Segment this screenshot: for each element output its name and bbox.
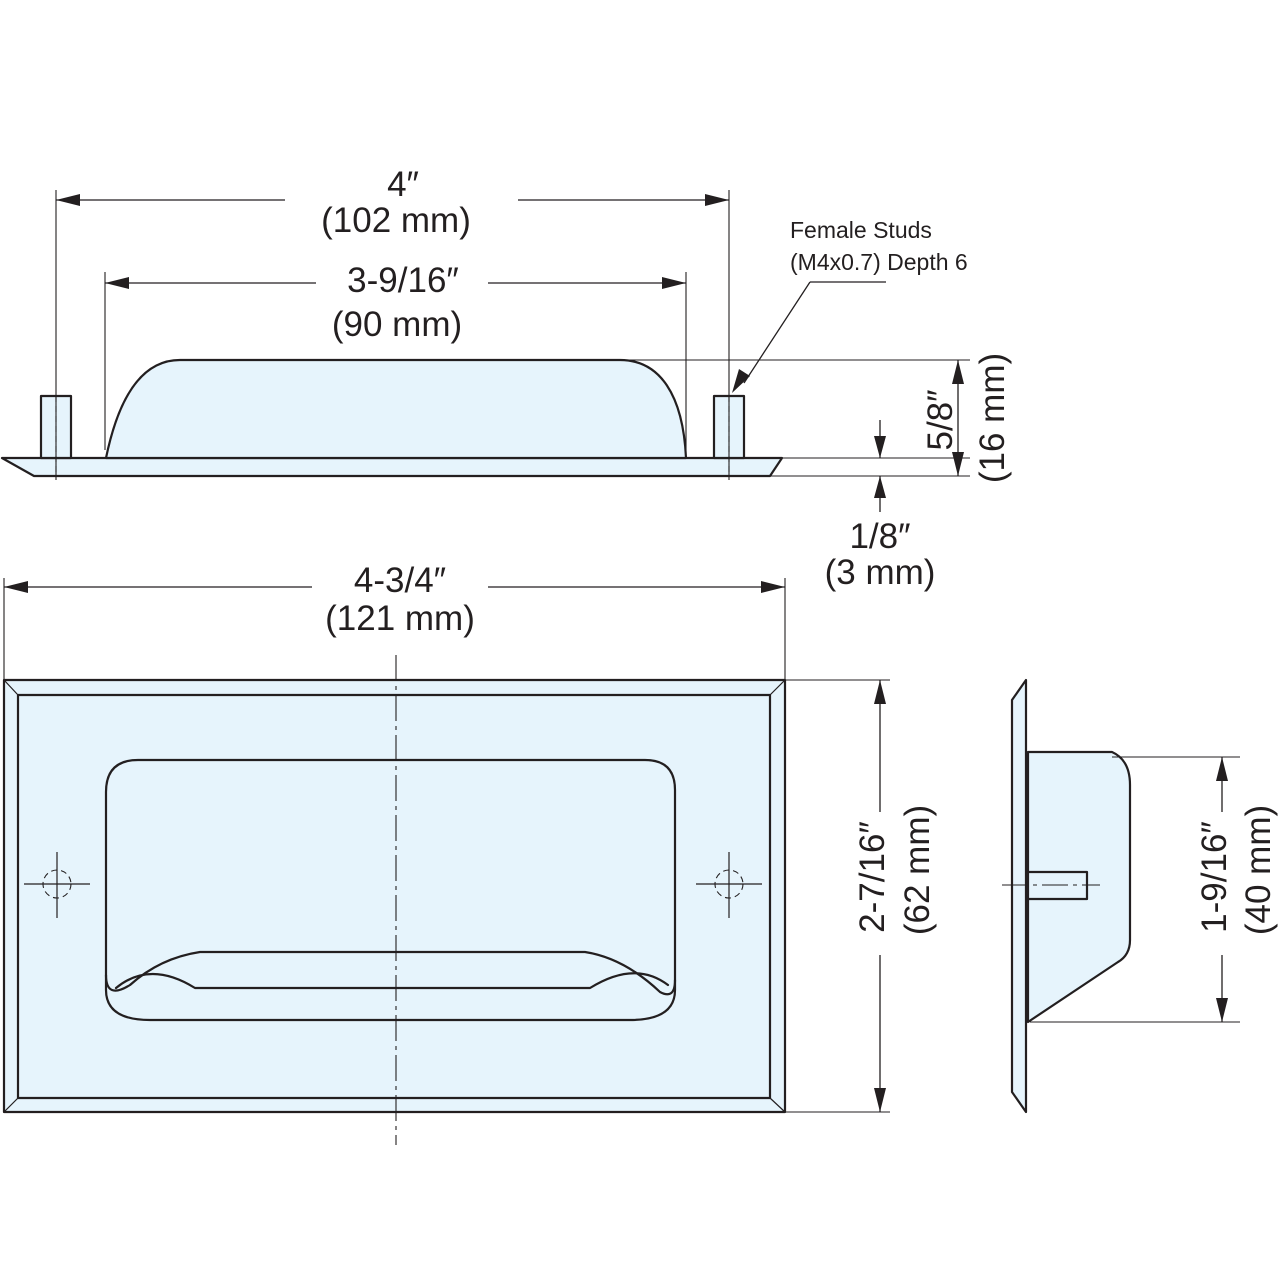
- dim-overall-length-imperial: 4-3/4″: [354, 561, 446, 600]
- dim-stud-spacing: 4″ (102 mm): [55, 165, 730, 480]
- dim-overall-height-metric: (16 mm): [973, 353, 1012, 483]
- dim-overall-length: 4-3/4″ (121 mm): [3, 561, 786, 680]
- front-view-recess-inner: [114, 972, 670, 990]
- callout-studs-line1: Female Studs: [790, 217, 932, 243]
- dim-flange-thickness-imperial: 1/8″: [849, 517, 910, 556]
- front-view-recess-lip: [104, 973, 677, 1022]
- dim-overall-height: 5/8″ (16 mm): [620, 353, 1012, 483]
- dim-overall-height-imperial: 5/8″: [921, 389, 960, 450]
- dim-overall-length-metric: (121 mm): [325, 599, 475, 638]
- callout-studs-line2: (M4x0.7) Depth 6: [790, 249, 968, 275]
- dim-cup-width-metric: (40 mm): [1239, 805, 1278, 935]
- dim-stud-spacing-imperial: 4″: [387, 165, 419, 204]
- dim-stud-spacing-metric: (102 mm): [321, 201, 471, 240]
- front-view-flange: [2, 678, 787, 1114]
- dim-flange-thickness: 1/8″ (3 mm): [825, 420, 936, 592]
- side-view-cup: [104, 358, 688, 460]
- dim-cup-width: 1-9/16″ (40 mm): [1030, 756, 1278, 1023]
- dim-cup-length-metric: (90 mm): [332, 305, 462, 344]
- front-view-hole-left: [24, 852, 90, 918]
- front-view: [2, 655, 787, 1145]
- dim-flange-thickness-metric: (3 mm): [825, 553, 936, 592]
- dim-cup-length: 3-9/16″ (90 mm): [104, 261, 687, 450]
- end-view: [1002, 678, 1132, 1114]
- dim-overall-width: 2-7/16″ (62 mm): [785, 679, 937, 1113]
- dim-cup-width-imperial: 1-9/16″: [1195, 821, 1234, 933]
- side-view: [0, 358, 784, 478]
- front-view-bevel: [16, 693, 772, 1100]
- dim-cup-length-imperial: 3-9/16″: [347, 261, 459, 300]
- side-view-flange: [0, 456, 784, 478]
- front-view-hole-right: [696, 852, 762, 918]
- dim-overall-width-metric: (62 mm): [898, 805, 937, 935]
- end-view-flange: [1010, 678, 1028, 1114]
- dim-overall-width-imperial: 2-7/16″: [853, 821, 892, 933]
- callout-female-studs: Female Studs (M4x0.7) Depth 6: [732, 217, 968, 393]
